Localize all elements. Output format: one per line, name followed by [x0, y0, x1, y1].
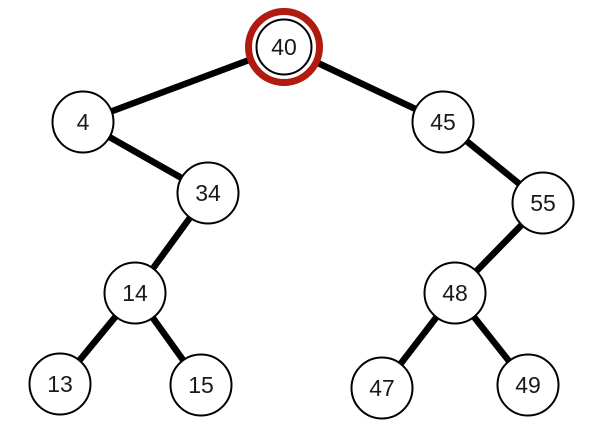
tree-node-14: 14: [103, 261, 167, 325]
node-label: 14: [122, 280, 148, 306]
tree-node-40: 40: [245, 8, 323, 86]
node-label: 40: [271, 34, 297, 60]
tree-node-49: 49: [496, 353, 560, 417]
node-circle: [169, 353, 233, 417]
tree-node-55: 55: [511, 171, 575, 235]
node-circle: [411, 90, 475, 154]
node-circle: [176, 161, 240, 225]
node-circle: [103, 261, 167, 325]
node-circle: [51, 90, 115, 154]
node-label: 15: [188, 372, 214, 398]
node-circle: [511, 171, 575, 235]
node-circle: [423, 261, 487, 325]
node-circle: [496, 353, 560, 417]
tree-node-45: 45: [411, 90, 475, 154]
node-label: 4: [77, 109, 90, 135]
tree-node-4: 4: [51, 90, 115, 154]
tree-node-47: 47: [350, 356, 414, 420]
node-label: 47: [369, 375, 395, 401]
tree-node-48: 48: [423, 261, 487, 325]
node-circle: [350, 356, 414, 420]
node-circle: [28, 352, 92, 416]
node-circle: [255, 18, 313, 76]
node-label: 49: [515, 372, 541, 398]
tree-node-15: 15: [169, 353, 233, 417]
node-label: 34: [195, 180, 221, 206]
node-label: 55: [530, 190, 556, 216]
node-label: 45: [430, 109, 456, 135]
node-label: 48: [442, 280, 468, 306]
tree-node-34: 34: [176, 161, 240, 225]
tree-node-13: 13: [28, 352, 92, 416]
node-label: 13: [47, 371, 73, 397]
